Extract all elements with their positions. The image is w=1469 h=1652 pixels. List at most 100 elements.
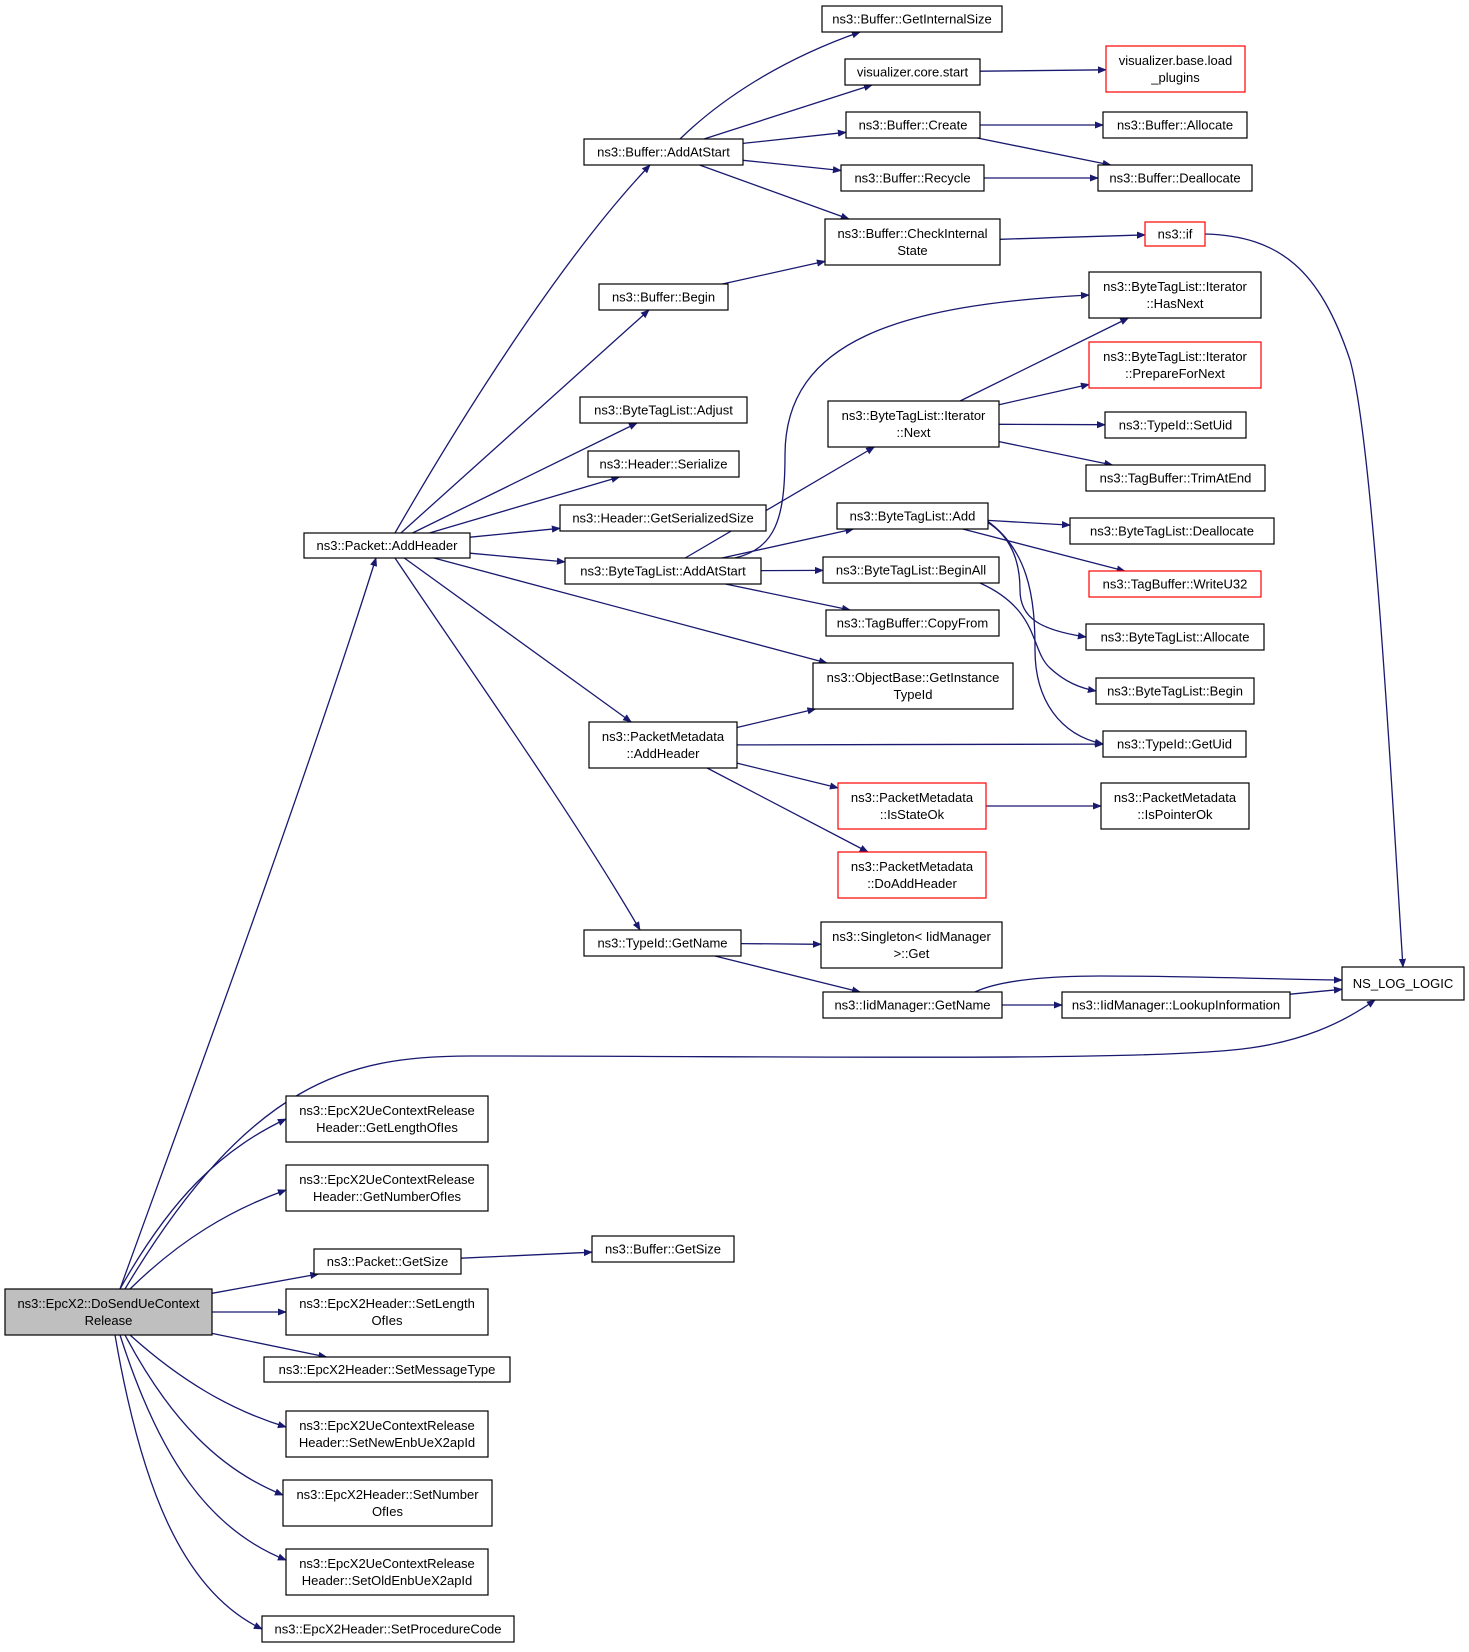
node-box <box>1102 111 1248 139</box>
node-ns3_if[interactable]: ns3::if <box>1144 221 1206 247</box>
edge-root-to-setmessagetype <box>211 1332 328 1359</box>
node-label: ns3::Buffer::AddAtStart <box>597 145 730 160</box>
edge-packet_addheader-to-buffer_addatstart <box>394 164 651 534</box>
node-box <box>1097 164 1253 192</box>
node-btli_preparefornext[interactable]: ns3::ByteTagList::Iterator::PrepareForNe… <box>1088 341 1262 389</box>
node-btl_deallocate[interactable]: ns3::ByteTagList::Deallocate <box>1069 517 1275 545</box>
edge-packet_addheader-to-btl_addatstart <box>469 552 566 565</box>
edge-iidmanager_getname-to-ns_log_logic <box>974 975 1343 993</box>
node-box <box>837 782 987 830</box>
edge-root-to-setnumberofies <box>124 1334 284 1496</box>
edge-packet_addheader-to-header_serialize <box>429 475 621 534</box>
edge-buffer_addatstart-to-buffer_create <box>742 129 847 145</box>
node-label: ns3::TypeId::SetUid <box>1119 418 1232 433</box>
node-tagbuffer_copyfrom[interactable]: ns3::TagBuffer::CopyFrom <box>825 609 1000 637</box>
node-buffer_recycle[interactable]: ns3::Buffer::Recycle <box>840 164 985 192</box>
node-box <box>1088 271 1262 319</box>
node-label: ns3::ByteTagList::BeginAll <box>836 563 986 578</box>
node-packet_getsize[interactable]: ns3::Packet::GetSize <box>313 1248 462 1275</box>
node-viz_core_start[interactable]: visualizer.core.start <box>844 58 981 86</box>
node-label: Release <box>85 1313 133 1328</box>
node-setnewenb[interactable]: ns3::EpcX2UeContextReleaseHeader::SetNew… <box>285 1410 489 1458</box>
node-box <box>1095 677 1255 705</box>
edge-packet_getsize-to-buffer_getsize <box>460 1248 593 1259</box>
node-typeid_setuid[interactable]: ns3::TypeId::SetUid <box>1104 411 1247 439</box>
node-ns_log_logic[interactable]: NS_LOG_LOGIC <box>1341 966 1465 1001</box>
node-label: ns3::EpcX2Header::SetProcedureCode <box>275 1622 502 1637</box>
edge-buffer_addatstart-to-buffer_getinternalsize <box>679 31 861 140</box>
node-buffer_allocate[interactable]: ns3::Buffer::Allocate <box>1102 111 1248 139</box>
edge-root-to-setnewenb <box>129 1334 287 1429</box>
node-btl_begin[interactable]: ns3::ByteTagList::Begin <box>1095 677 1255 705</box>
node-singleton_get[interactable]: ns3::Singleton< IidManager>::Get <box>820 921 1003 969</box>
node-label: ns3::EpcX2Header::SetNumber <box>296 1487 479 1502</box>
node-setmessagetype[interactable]: ns3::EpcX2Header::SetMessageType <box>263 1356 511 1383</box>
node-btl_allocate[interactable]: ns3::ByteTagList::Allocate <box>1085 623 1265 651</box>
node-label: ns3::ByteTagList::Begin <box>1107 684 1243 699</box>
node-box <box>579 396 748 424</box>
node-btli_hasnext[interactable]: ns3::ByteTagList::Iterator::HasNext <box>1088 271 1262 319</box>
node-typeid_getname[interactable]: ns3::TypeId::GetName <box>583 929 742 957</box>
node-btli_next[interactable]: ns3::ByteTagList::Iterator::Next <box>827 400 1000 448</box>
node-packet_addheader[interactable]: ns3::Packet::AddHeader <box>303 532 471 559</box>
node-label: Header::SetOldEnbUeX2apId <box>302 1573 473 1588</box>
node-label: ns3::Buffer::Begin <box>612 290 715 305</box>
node-label: ::PrepareForNext <box>1125 366 1225 381</box>
node-tagbuffer_writeu32[interactable]: ns3::TagBuffer::WriteU32 <box>1088 570 1262 598</box>
node-box <box>812 662 1014 710</box>
node-viz_base_load_plugins[interactable]: visualizer.base.load_plugins <box>1105 45 1246 93</box>
node-label: ::AddHeader <box>627 746 701 761</box>
node-buffer_deallocate[interactable]: ns3::Buffer::Deallocate <box>1097 164 1253 192</box>
node-btl_adjust[interactable]: ns3::ByteTagList::Adjust <box>579 396 748 424</box>
node-label: ns3::Buffer::Recycle <box>854 171 970 186</box>
node-box <box>827 400 1000 448</box>
node-box <box>836 502 989 530</box>
edge-iidmanager_lookupinformation-to-ns_log_logic <box>1289 986 1343 995</box>
node-box <box>583 138 744 166</box>
node-buffer_begin[interactable]: ns3::Buffer::Begin <box>598 283 729 311</box>
node-buffer_addatstart[interactable]: ns3::Buffer::AddAtStart <box>583 138 744 166</box>
node-setprocedurecode[interactable]: ns3::EpcX2Header::SetProcedureCode <box>261 1615 515 1643</box>
node-numofies[interactable]: ns3::EpcX2UeContextReleaseHeader::GetNum… <box>285 1164 489 1212</box>
node-label: ns3::EpcX2UeContextRelease <box>299 1172 475 1187</box>
node-label: ns3::Packet::AddHeader <box>317 538 459 553</box>
node-buffer_getinternalsize[interactable]: ns3::Buffer::GetInternalSize <box>821 5 1003 33</box>
node-label: ns3::Buffer::Deallocate <box>1109 171 1240 186</box>
node-iidmanager_lookupinformation[interactable]: ns3::IidManager::LookupInformation <box>1061 991 1291 1019</box>
node-box <box>825 609 1000 637</box>
node-label: _plugins <box>1150 70 1200 85</box>
node-btl_add[interactable]: ns3::ByteTagList::Add <box>836 502 989 530</box>
node-buffer_getsize[interactable]: ns3::Buffer::GetSize <box>591 1235 735 1263</box>
node-lenofies[interactable]: ns3::EpcX2UeContextReleaseHeader::GetLen… <box>285 1095 489 1143</box>
node-btl_addatstart[interactable]: ns3::ByteTagList::AddAtStart <box>564 557 762 585</box>
node-box <box>1102 730 1247 758</box>
node-label: ns3::PacketMetadata <box>851 790 974 805</box>
node-btl_beginall[interactable]: ns3::ByteTagList::BeginAll <box>822 556 1000 584</box>
node-buffer_create[interactable]: ns3::Buffer::Create <box>845 111 981 139</box>
node-pm_addheader[interactable]: ns3::PacketMetadata::AddHeader <box>588 721 738 769</box>
node-label: TypeId <box>893 687 932 702</box>
edge-packet_addheader-to-btl_adjust <box>412 422 638 534</box>
node-setoldenb[interactable]: ns3::EpcX2UeContextReleaseHeader::SetOld… <box>285 1548 489 1596</box>
node-pm_ispointerok[interactable]: ns3::PacketMetadata::IsPointerOk <box>1100 782 1250 830</box>
node-pm_isstateok[interactable]: ns3::PacketMetadata::IsStateOk <box>837 782 987 830</box>
node-box <box>820 921 1003 969</box>
node-typeid_getuid[interactable]: ns3::TypeId::GetUid <box>1102 730 1247 758</box>
node-pm_doaddheader[interactable]: ns3::PacketMetadata::DoAddHeader <box>837 851 987 899</box>
node-box <box>1104 411 1247 439</box>
node-tagbuffer_trimatend[interactable]: ns3::TagBuffer::TrimAtEnd <box>1085 464 1266 492</box>
node-box <box>598 283 729 311</box>
node-box <box>824 218 1001 266</box>
node-header_getserializedsize[interactable]: ns3::Header::GetSerializedSize <box>559 504 767 532</box>
node-label: NS_LOG_LOGIC <box>1353 976 1453 991</box>
node-header_serialize[interactable]: ns3::Header::Serialize <box>587 450 740 478</box>
node-iidmanager_getname[interactable]: ns3::IidManager::GetName <box>822 991 1003 1019</box>
node-label: State <box>897 243 927 258</box>
